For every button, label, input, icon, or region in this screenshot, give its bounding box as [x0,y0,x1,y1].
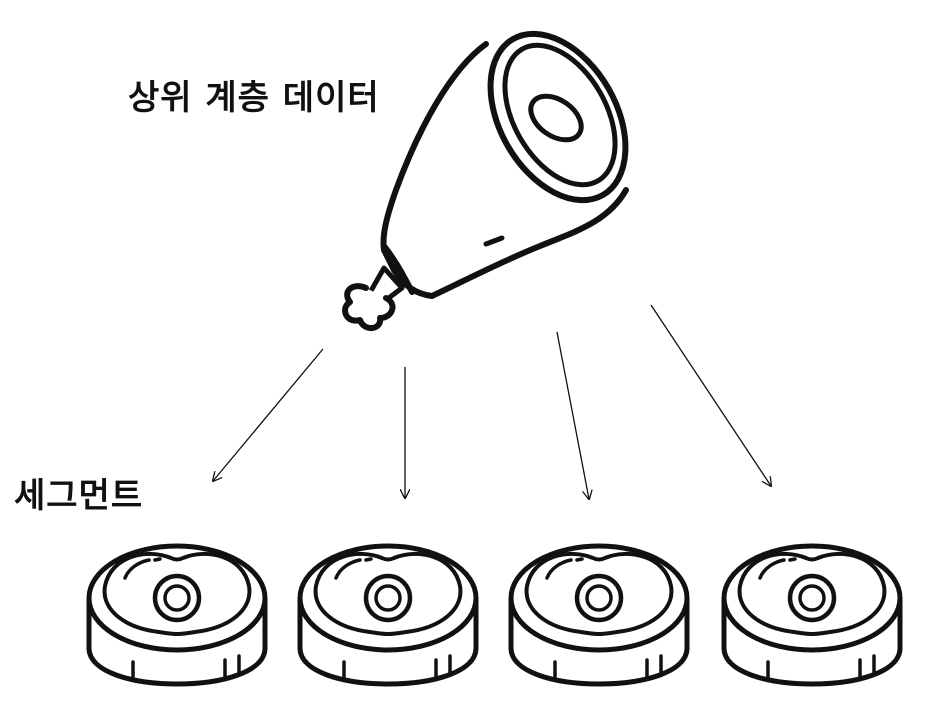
segment-icon [724,546,900,684]
segment-icon [511,546,687,684]
ham-leg-icon [342,30,629,331]
segments-label: 세그먼트 [14,476,144,516]
segment-icon [89,546,265,684]
arrow-1 [213,348,324,481]
top-level-data-label: 상위 계층 데이터 [128,78,380,118]
arrow-4 [650,304,771,486]
arrow-3 [556,331,589,499]
arrows [213,304,771,499]
segment-icon [300,546,476,684]
